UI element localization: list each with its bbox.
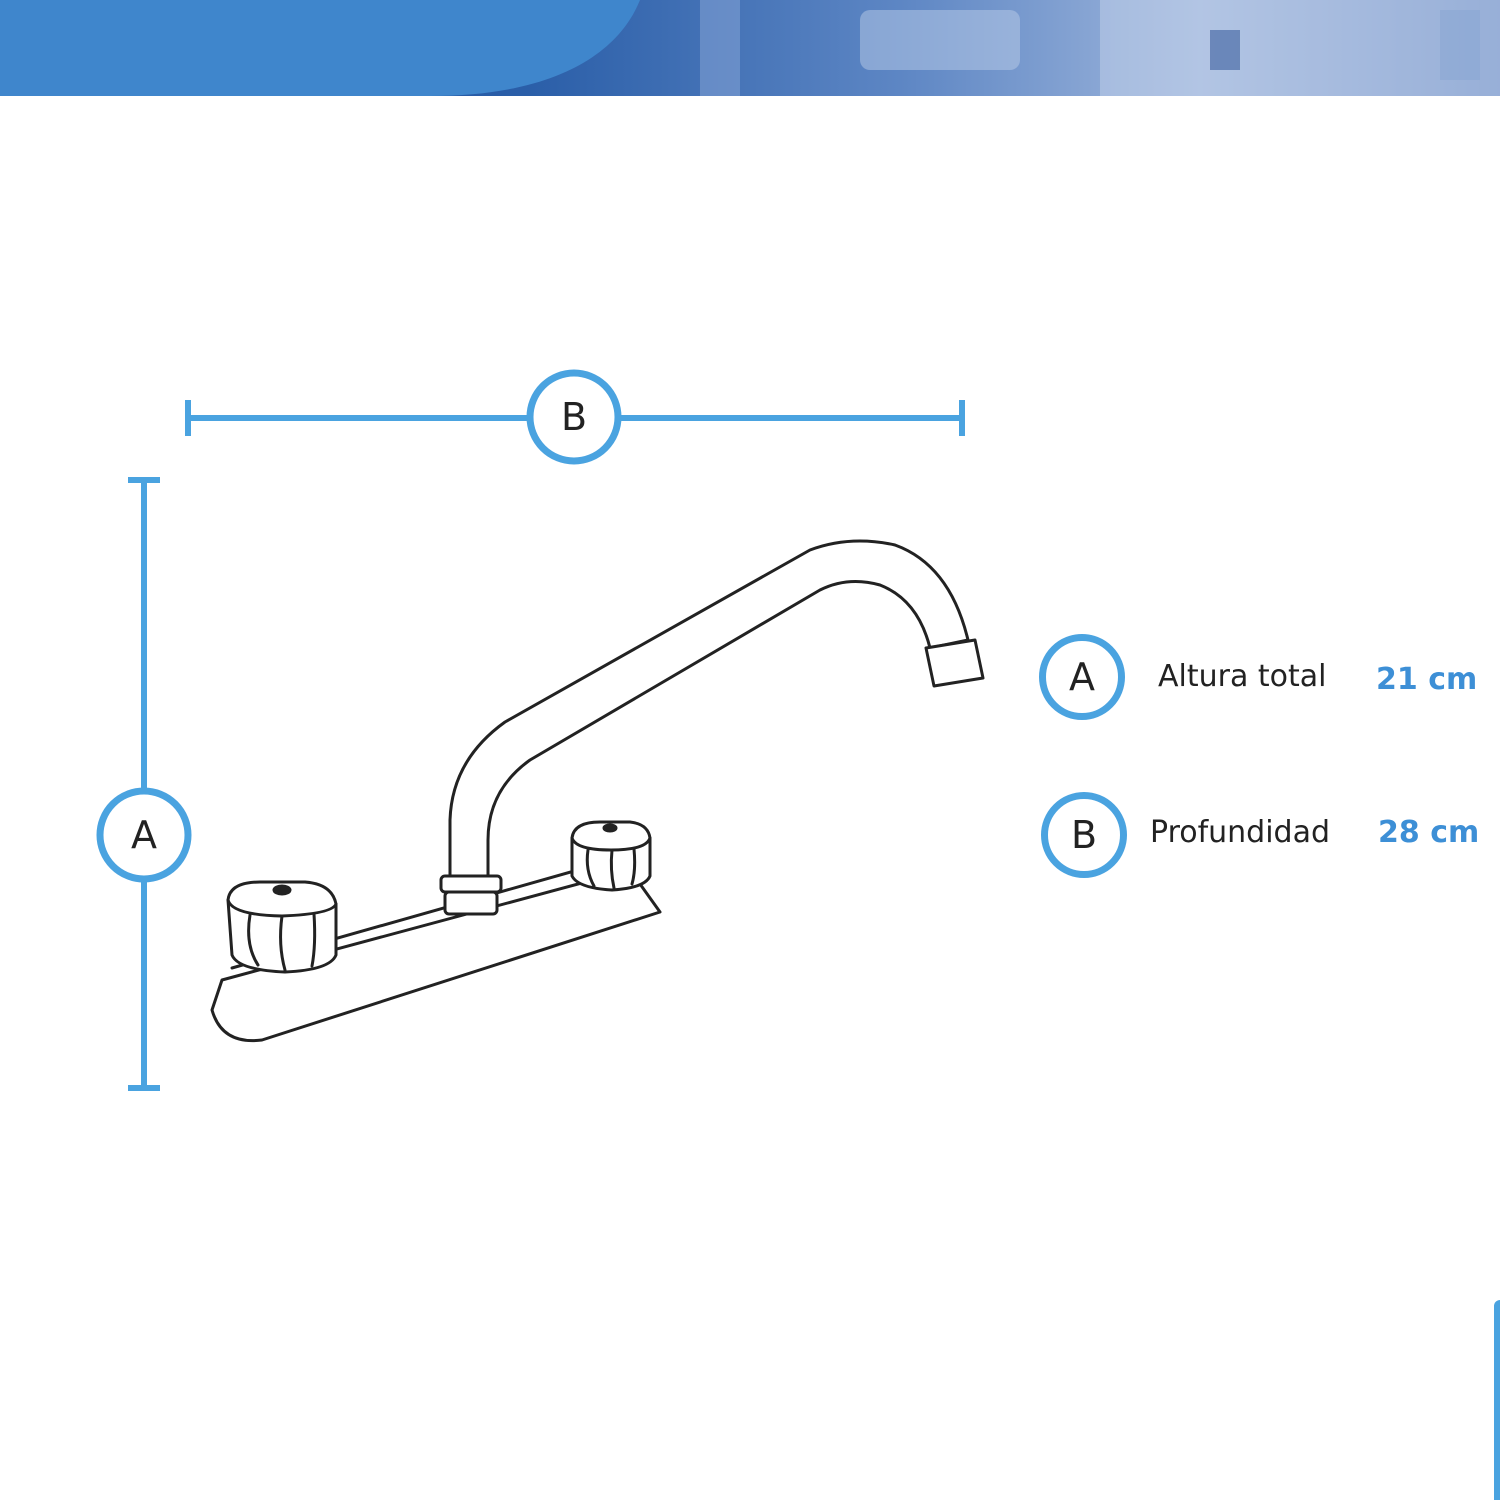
faucet-spout-collar bbox=[439, 874, 503, 894]
banner-panel bbox=[0, 0, 640, 96]
banner-photo-detail bbox=[860, 10, 1020, 70]
faucet-spout-tip bbox=[924, 638, 985, 688]
spec-b-label: Profundidad bbox=[1150, 815, 1331, 850]
banner-photo-detail bbox=[1210, 30, 1240, 70]
faucet-base bbox=[210, 868, 662, 1043]
spec-b-letter: B bbox=[1070, 813, 1098, 857]
left-handle bbox=[226, 880, 338, 974]
right-handle bbox=[570, 820, 652, 892]
spec-a-label: Altura total bbox=[1158, 659, 1327, 694]
faucet-spout bbox=[448, 539, 970, 887]
spec-a-letter: A bbox=[1069, 655, 1095, 699]
banner-photo-detail bbox=[1440, 10, 1480, 80]
dimension-a bbox=[128, 477, 160, 1091]
dimension-b bbox=[185, 400, 965, 436]
spec-b-badge: B bbox=[1041, 792, 1127, 878]
dimension-a-badge bbox=[96, 787, 192, 883]
spec-b-value: 28 cm bbox=[1378, 815, 1480, 850]
dimension-b-letter: B bbox=[561, 395, 587, 439]
edge-accent bbox=[1494, 1300, 1500, 1500]
banner-photo-detail bbox=[700, 0, 740, 96]
header-banner bbox=[0, 0, 1500, 96]
faucet-illustration bbox=[210, 539, 985, 1043]
banner-photo-detail bbox=[1100, 0, 1500, 96]
dimension-b-badge bbox=[526, 369, 622, 465]
dimension-a-letter: A bbox=[131, 813, 157, 857]
spec-a-badge: A bbox=[1039, 634, 1125, 720]
faucet-spout-collar bbox=[443, 890, 499, 916]
spec-a-value: 21 cm bbox=[1376, 662, 1478, 697]
